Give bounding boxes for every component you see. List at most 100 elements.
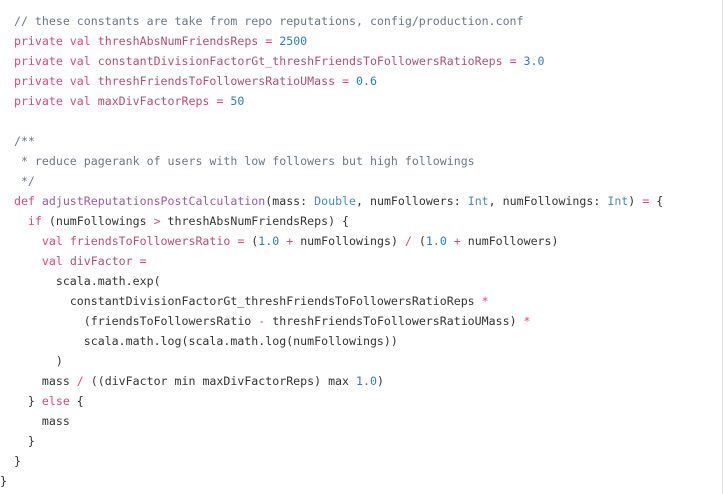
code-indent [0, 374, 42, 388]
code-token: constantDivisionFactorGt_threshFriendsTo… [69, 294, 482, 308]
code-line: def adjustReputationsPostCalculation(mas… [0, 191, 663, 211]
code-token: ( [411, 234, 426, 248]
code-block: // these constants are take from repo re… [0, 11, 663, 491]
code-indent [0, 454, 14, 468]
code-line: mass [0, 411, 663, 431]
code-indent [0, 254, 42, 268]
code-token: ) [55, 354, 63, 368]
code-line: // these constants are take from repo re… [0, 11, 663, 31]
code-token [133, 254, 140, 268]
code-token: private val [13, 94, 98, 108]
code-indent [0, 334, 84, 348]
code-token: (friendsToFollowersRatio [83, 314, 259, 328]
code-token: , numFollowers: [356, 194, 468, 208]
code-token: (mass: [265, 194, 315, 208]
code-token: threshAbsNumFriendsReps [97, 34, 259, 48]
code-token: private val [13, 74, 98, 88]
code-indent [0, 14, 14, 28]
code-line: } [0, 451, 663, 471]
code-token: / [76, 374, 84, 388]
code-token: } [0, 474, 7, 488]
code-token: divFactor [69, 254, 133, 268]
code-indent [0, 274, 56, 288]
code-token: * [523, 314, 531, 328]
code-token: 1.0 [258, 234, 280, 248]
code-indent [0, 94, 14, 108]
code-token: = [139, 254, 147, 268]
code-line: private val threshAbsNumFriendsReps = 25… [0, 31, 663, 51]
code-token: = [509, 54, 517, 68]
code-token: } [13, 454, 21, 468]
code-line: private val threshFriendsToFollowersRati… [0, 71, 663, 91]
code-token: , numFollowings: [488, 194, 608, 208]
code-line: (friendsToFollowersRatio - threshFriends… [0, 311, 663, 331]
code-token: threshFriendsToFollowersRatioUMass) [265, 314, 524, 328]
code-indent [0, 354, 56, 368]
code-token: // these constants are take from repo re… [13, 14, 524, 28]
code-token: 1.0 [356, 374, 377, 388]
code-token [349, 74, 356, 88]
code-line: val friendsToFollowersRatio = (1.0 + num… [0, 231, 663, 251]
code-indent [0, 314, 84, 328]
code-indent [0, 134, 14, 148]
code-line: scala.math.exp( [0, 271, 663, 291]
code-token: */ [13, 174, 35, 188]
code-token: scala.math.exp( [55, 274, 161, 288]
code-line: /** [0, 131, 663, 151]
code-token: mass [41, 414, 70, 428]
code-token: + [286, 234, 294, 248]
code-indent [0, 294, 70, 308]
code-line: ) [0, 351, 663, 371]
code-token: threshAbsNumFriendsReps) { [160, 214, 350, 228]
code-token: ((divFactor min maxDivFactorReps) max [83, 374, 357, 388]
code-token: = [216, 94, 224, 108]
code-token: scala.math.log(scala.math.log(numFollowi… [83, 334, 398, 348]
code-token: private val [13, 34, 98, 48]
code-token: * reduce pagerank of users with low foll… [13, 154, 475, 168]
code-indent [0, 74, 14, 88]
code-token: numFollowers) [460, 234, 559, 248]
code-token: * [481, 294, 489, 308]
code-token [335, 74, 342, 88]
code-token: 0.6 [356, 74, 377, 88]
code-indent [0, 394, 28, 408]
code-token: > [153, 214, 161, 228]
code-line: mass / ((divFactor min maxDivFactorReps)… [0, 371, 663, 391]
code-indent [0, 34, 14, 48]
code-line: * reduce pagerank of users with low foll… [0, 151, 663, 171]
code-token: } [27, 394, 42, 408]
code-token: = [342, 74, 350, 88]
code-token [447, 234, 454, 248]
code-token: ) [376, 374, 384, 388]
code-token [517, 54, 524, 68]
code-token: 50 [230, 94, 245, 108]
code-line: } [0, 471, 663, 491]
code-token: = [265, 34, 273, 48]
code-token: /** [13, 134, 35, 148]
code-token: - [258, 314, 266, 328]
code-token: val [41, 254, 70, 268]
code-token: mass [41, 374, 77, 388]
code-token: friendsToFollowersRatio [69, 234, 231, 248]
code-token: / [404, 234, 412, 248]
code-indent [0, 214, 28, 228]
code-line: if (numFollowings > threshAbsNumFriendsR… [0, 211, 663, 231]
code-token: = [237, 234, 245, 248]
code-line: scala.math.log(scala.math.log(numFollowi… [0, 331, 663, 351]
code-token: = [642, 194, 650, 208]
code-token: { [69, 394, 84, 408]
code-token [503, 54, 510, 68]
code-token: maxDivFactorReps [97, 94, 210, 108]
code-token: numFollowings) [293, 234, 405, 248]
code-line: val divFactor = [0, 251, 663, 271]
code-token: else [41, 394, 70, 408]
code-indent [0, 54, 14, 68]
code-token: Int [607, 194, 629, 208]
code-token: private val [13, 54, 98, 68]
code-token: constantDivisionFactorGt_threshFriendsTo… [97, 54, 503, 68]
code-indent [0, 234, 42, 248]
code-line [0, 111, 663, 131]
code-line: } [0, 431, 663, 451]
code-token: val [41, 234, 70, 248]
